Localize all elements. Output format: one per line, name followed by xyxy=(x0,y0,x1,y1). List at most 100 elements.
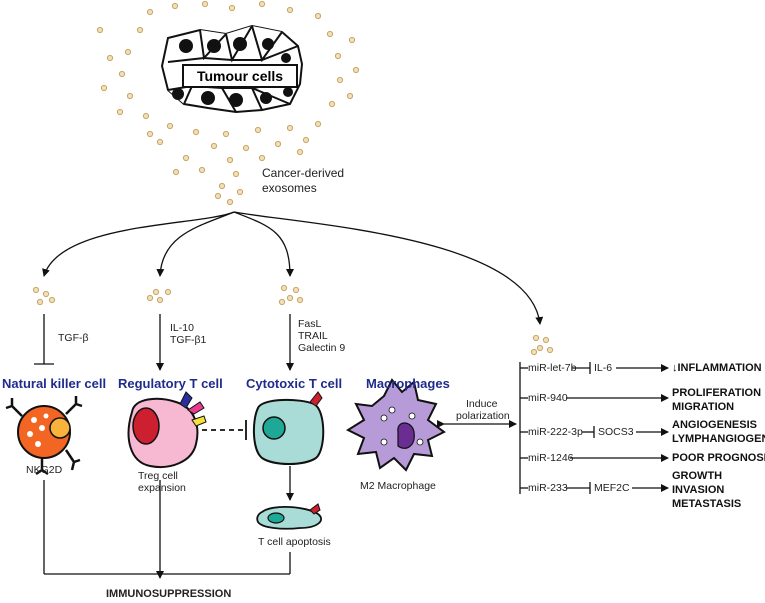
macrophage-caption: M2 Macrophage xyxy=(360,480,436,492)
exosome-dot xyxy=(328,100,336,108)
exosome-dot xyxy=(136,26,144,34)
exosome-dot xyxy=(198,166,206,174)
induce-label-line2: polarization xyxy=(456,410,510,422)
branch-arrows xyxy=(42,211,544,325)
exosome-dot xyxy=(532,334,540,342)
exosome-dot xyxy=(124,48,132,56)
exosome-dot xyxy=(146,130,154,138)
exosome-dot xyxy=(226,198,234,206)
ctl-factor-line3: Galectin 9 xyxy=(298,342,346,354)
treg-title: Regulatory T cell xyxy=(118,376,223,391)
exosome-dot xyxy=(542,336,550,344)
mirna-name: miR-let-7b xyxy=(528,362,577,374)
exosome-dot xyxy=(192,128,200,136)
exosome-dot xyxy=(530,348,538,356)
exosome-dot xyxy=(214,192,222,200)
exosome-dots xyxy=(32,0,554,356)
exosome-dot xyxy=(172,168,180,176)
ctl-apoptotic-cell xyxy=(256,503,322,530)
mirna-name: miR-222-3p xyxy=(528,426,583,438)
exosome-dot xyxy=(314,120,322,128)
nk-receptor-label: NKG2D xyxy=(26,464,63,476)
macrophage-title: Macrophages xyxy=(366,376,450,391)
exosome-dot xyxy=(296,296,304,304)
exosome-dot xyxy=(142,112,150,120)
exosome-dot xyxy=(156,296,164,304)
exosome-dot xyxy=(146,8,154,16)
exosome-dot xyxy=(236,188,244,196)
nk-inhibit-line xyxy=(34,314,54,365)
exosome-dot xyxy=(346,92,354,100)
exosome-dot xyxy=(42,290,50,298)
exosome-dot xyxy=(546,346,554,354)
exosome-dot xyxy=(296,148,304,156)
exosome-dot xyxy=(146,294,154,302)
exosome-dot xyxy=(116,108,124,116)
exosome-dot xyxy=(226,156,234,164)
tumour-label: Tumour cells xyxy=(182,64,298,88)
treg-ctl-inhibit xyxy=(202,420,247,440)
exosome-dot xyxy=(286,124,294,132)
nk-cell xyxy=(5,396,83,476)
exosome-dot xyxy=(218,182,226,190)
exosome-dot xyxy=(126,92,134,100)
mirna-effect: ANGIOGENESIS xyxy=(672,419,757,431)
exosome-dot xyxy=(32,286,40,294)
exosome-dot xyxy=(171,2,179,10)
exosome-dot xyxy=(210,142,218,150)
mirna-name: miR-940 xyxy=(528,392,568,404)
tumour-nuclei xyxy=(172,37,293,107)
mirna-effect: INVASION xyxy=(672,484,725,496)
exosome-dot xyxy=(152,288,160,296)
mirna-effect: LYMPHANGIOGENESIS xyxy=(672,433,765,445)
exosome-dot xyxy=(201,0,209,8)
treg-caption-line2: expansion xyxy=(138,482,186,494)
exosome-dot xyxy=(278,298,286,306)
ctl-caption: T cell apoptosis xyxy=(258,536,331,548)
exosomes-label-line1: Cancer-derived xyxy=(262,166,345,180)
mirna-effect: ↓INFLAMMATION xyxy=(672,362,762,374)
ctl-title: Cytotoxic T cell xyxy=(246,376,343,391)
exosome-dot xyxy=(536,344,544,352)
mirna-name: miR-233 xyxy=(528,482,568,494)
treg-factor-line2: TGF-β1 xyxy=(170,334,207,346)
exosome-dot xyxy=(118,70,126,78)
exosome-dot xyxy=(182,154,190,162)
exosome-dot xyxy=(36,298,44,306)
exosome-dot xyxy=(232,170,240,178)
exosome-dot xyxy=(100,84,108,92)
exosome-dot xyxy=(166,122,174,130)
exosome-dot xyxy=(348,36,356,44)
mirna-effect: POOR PROGNOSIS xyxy=(672,452,765,464)
exosome-dot xyxy=(286,6,294,14)
mirna-effect: PROLIFERATION xyxy=(672,387,762,399)
exosome-dot xyxy=(274,140,282,148)
mirna-arrows xyxy=(566,362,669,494)
exosome-dot xyxy=(254,126,262,134)
ctl-cell xyxy=(252,391,325,465)
exosome-dot xyxy=(258,154,266,162)
immunosuppression-lines xyxy=(43,480,291,579)
treg-factor-line1: IL-10 xyxy=(170,322,194,334)
treg-caption-line1: Treg cell xyxy=(138,470,178,482)
exosome-dot xyxy=(258,0,266,8)
mirna-bracket xyxy=(519,362,528,494)
exosome-dot xyxy=(352,66,360,74)
exosome-dot xyxy=(106,54,114,62)
exosome-dot xyxy=(286,294,294,302)
nk-factor: TGF-β xyxy=(58,332,89,344)
exosome-dot xyxy=(222,130,230,138)
nk-title: Natural killer cell xyxy=(2,376,107,391)
exosome-dot xyxy=(336,76,344,84)
mirna-target: IL-6 xyxy=(594,362,613,374)
exosome-dot xyxy=(302,136,310,144)
exosome-dot xyxy=(334,52,342,60)
exosome-dot xyxy=(164,288,172,296)
mirna-target: SOCS3 xyxy=(598,426,634,438)
mirna-effect: GROWTH xyxy=(672,470,723,482)
mirna-effect: MIGRATION xyxy=(672,401,735,413)
treg-cell xyxy=(127,391,207,468)
exosome-dot xyxy=(156,138,164,146)
exosome-dot xyxy=(48,296,56,304)
